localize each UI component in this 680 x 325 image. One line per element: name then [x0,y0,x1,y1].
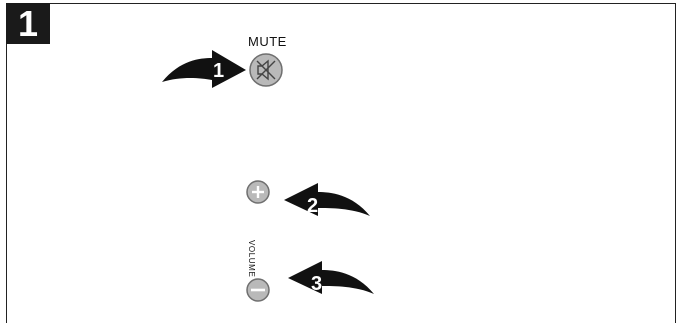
mute-label: MUTE [248,34,287,49]
callout-number-2: 2 [307,195,318,217]
volume-up-button[interactable] [246,180,270,204]
diagram-frame [6,3,676,323]
callout-number-1: 1 [213,60,224,82]
callout-number-3: 3 [311,273,322,295]
volume-down-button[interactable] [246,278,270,302]
mute-button[interactable] [249,53,283,87]
callout-arrow-1: 1 [162,50,246,88]
step-number-badge: 1 [6,3,50,44]
callout-arrow-2: 2 [284,183,370,217]
callout-arrow-3: 3 [288,261,374,295]
plus-icon [252,186,264,198]
mute-speaker-icon [256,59,276,81]
